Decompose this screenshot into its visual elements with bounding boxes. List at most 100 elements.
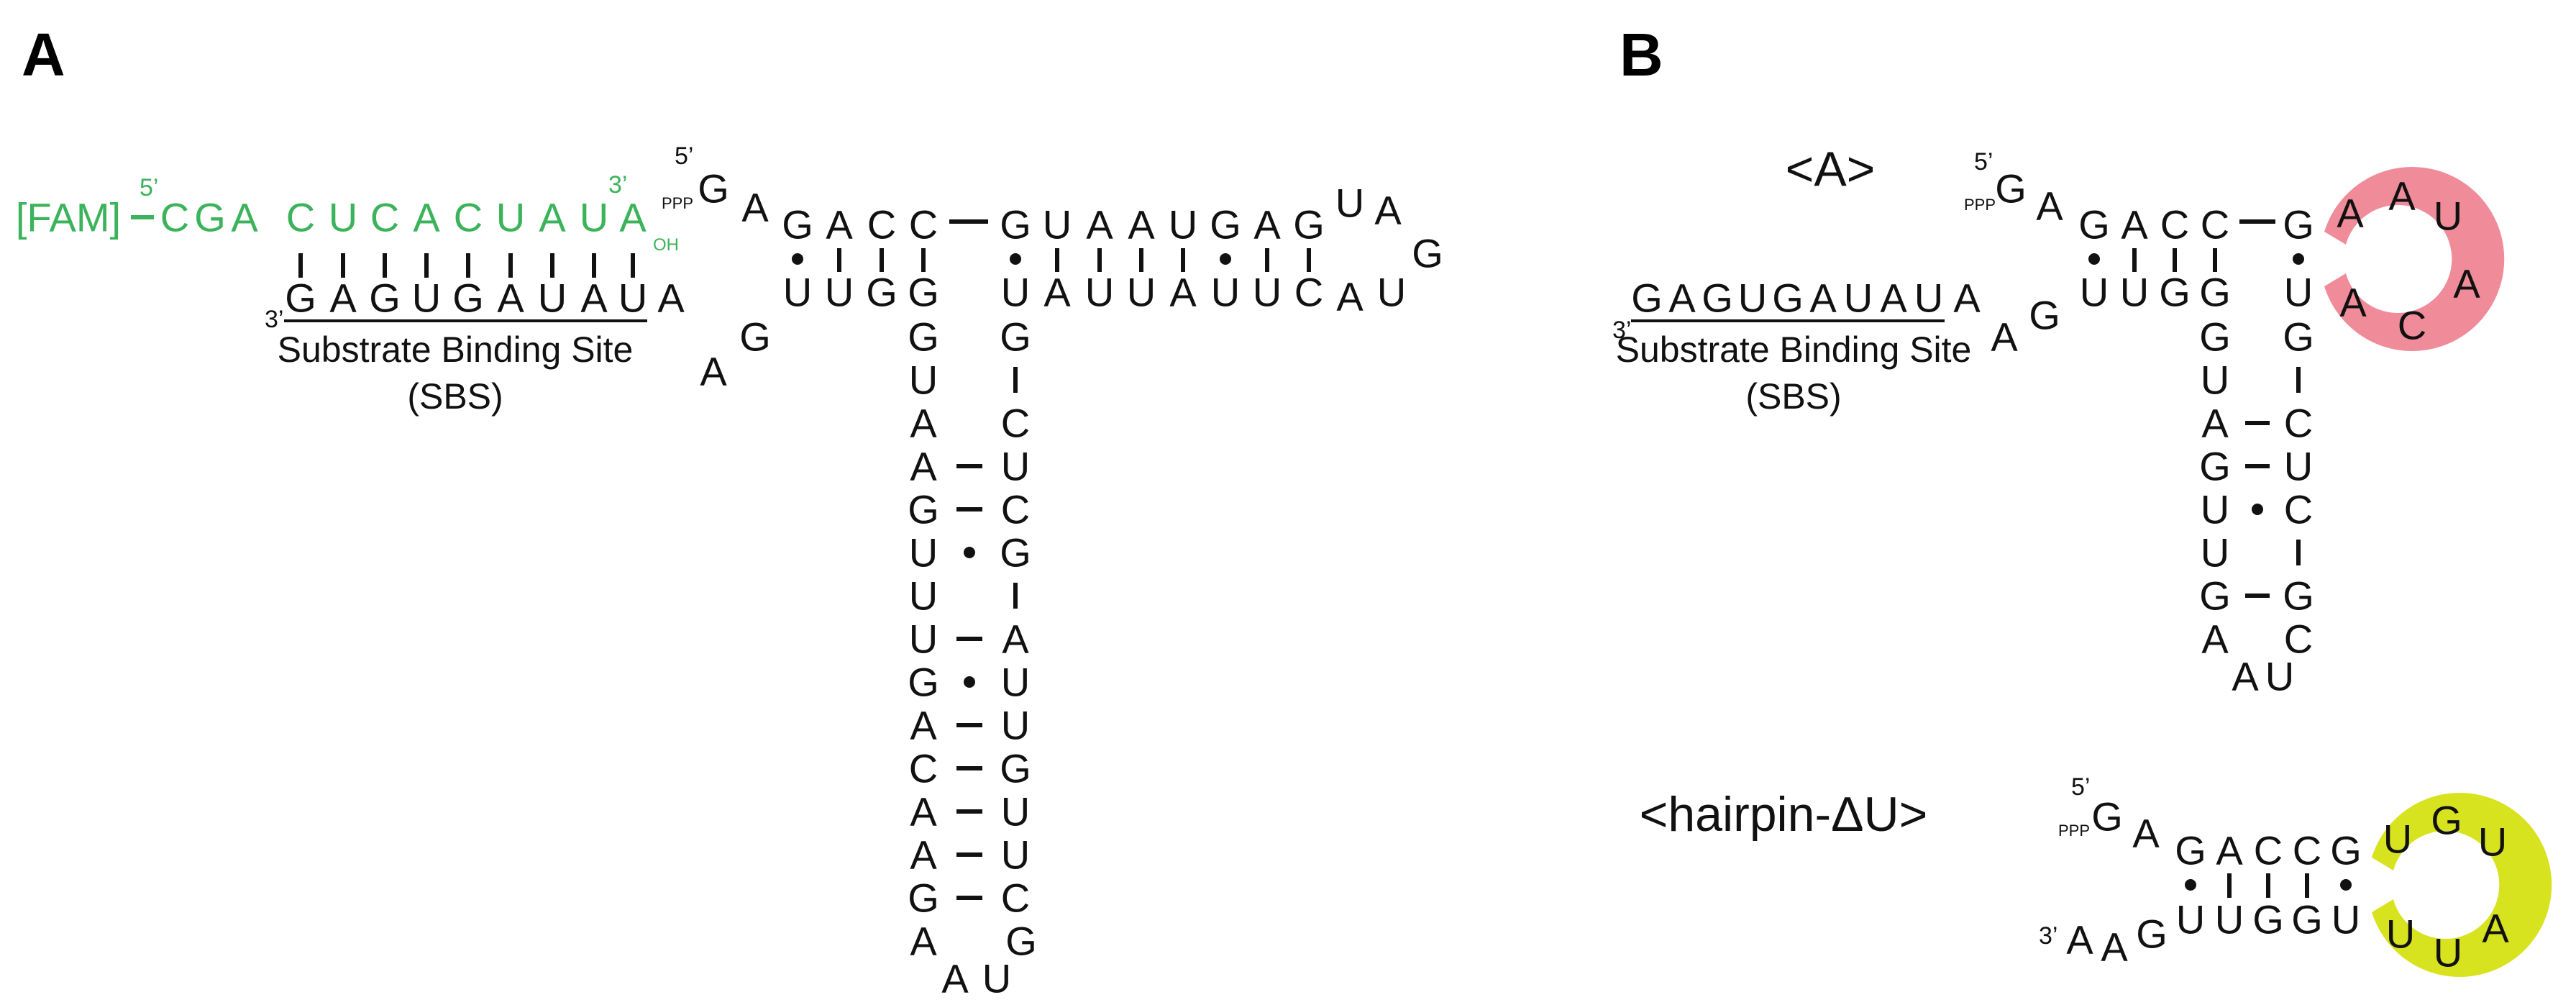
stem2-nt: C [2284,617,2313,662]
wobble-pair [2340,879,2352,891]
hairpin-nt: G [2091,794,2123,840]
stem2-nt: U [1001,703,1030,748]
substrate-nt: U [580,195,608,240]
sbs-3prime: 3’ [265,306,283,333]
panel-b-hairpin-structure: <hairpin-ΔU> 5’ PPP G A G A C C G U U G … [1640,773,2552,978]
stem1-nt: U [2080,270,2109,315]
sbs-nt: U [412,276,441,321]
stem3-nt: A [1253,202,1281,247]
stem2-nt: A [910,789,937,835]
linker-nt: A [657,276,685,321]
loop3-nt: G [1412,231,1443,276]
stem1-nt: G [698,166,729,212]
variant-label-a: <A> [1786,142,1876,196]
sbs-nt: A [1809,276,1837,321]
stem2-nt: A [1002,617,1029,662]
stem1-nt: U [825,270,854,315]
sbs-abbrev: (SBS) [1745,376,1841,417]
loop-highlight-hairpin [2372,793,2552,978]
sbs-nt: G [1631,276,1663,321]
stem2-nt: G [2199,444,2231,489]
stem3-nt: A [1128,202,1155,247]
wobble-pair [2185,879,2196,891]
substrate-oh: OH [653,235,679,255]
loop-nt: A [2339,280,2367,325]
stem2-nt: A [910,401,937,446]
loop-nt: U [2434,194,2462,239]
stem2-nt: G [908,314,939,360]
loop-nt: C [2398,303,2426,348]
stem2-nt: G [908,487,939,532]
substrate-5prime: 5’ [140,174,158,201]
hairpin-nt: G [2330,828,2362,873]
stem3-nt: U [1253,270,1282,315]
stem2-nt: A [2201,401,2229,446]
sbs-nt: A [1880,276,1907,321]
substrate-nt: U [329,195,357,240]
stem2-nt: G [2199,573,2231,619]
stem3-nt: U [1169,202,1197,247]
stem3-nt: G [1210,202,1241,247]
ppp-label: PPP [2058,822,2090,840]
stem2-nt: G [908,876,939,921]
stem1-nt: U [783,270,812,315]
loop3-nt: A [1336,274,1364,319]
stem1-nt: A [2121,202,2148,247]
substrate-nt: C [454,195,483,240]
stem1-nt: G [2078,202,2110,247]
panel-b-a-structure: <A> 3’ G A G U G A U A U Substrate Bindi… [1612,142,2505,699]
stem2-nt: U [2201,530,2229,576]
substrate-nt: A [539,195,566,240]
stem1-nt: G [782,202,813,247]
substrate-nt: C [370,195,399,240]
wobble-pair [2293,253,2304,265]
stem2-nt: U [1001,789,1030,835]
sbs-nt: G [285,276,316,321]
stem2-nt: G [1000,530,1031,576]
sbs-nt: A [497,276,524,321]
substrate-3prime: 3’ [608,171,627,199]
loop-nt: U [2386,911,2415,957]
stem3-nt: U [1127,270,1156,315]
linker-nt: A [1953,276,1981,321]
hairpin-tail-nt: G [2136,911,2168,957]
stem2-pairs [2245,421,2270,598]
sbs-nt: A [580,276,608,321]
linker-nt: A [700,349,727,394]
loop2-nt: A [2201,617,2229,662]
stem1-nt: C [867,202,896,247]
stem3-nt: U [1085,270,1114,315]
substrate-nt: G [194,195,226,240]
fam-label: [FAM] [16,195,121,240]
stem2-nt: G [1000,746,1031,791]
loop2-nt: A [2232,654,2259,699]
stem3-nt: G [2283,202,2314,247]
stem2-nt: U [1001,444,1030,489]
loop-highlight-a [2324,167,2505,351]
stem2-nt: A [910,444,937,489]
panel-a-structure: [FAM] 5’ C G A C U C A C U A U A 3’ OH 3… [16,142,1443,1001]
stem2-nt: G [2283,573,2314,619]
stem2-nt: U [2284,444,2313,489]
hairpin-tail-nt: A [2101,924,2128,970]
substrate-nt: U [496,195,525,240]
hairpin-nt: A [2216,828,2243,873]
linker-nt: G [739,314,771,360]
stem2-nt: U [909,573,938,619]
ribozyme-5prime: 5’ [1974,148,1993,176]
wobble-pair [1220,253,1231,265]
hairpin-nt: G [2291,897,2323,942]
stem1-nt: G [2199,270,2231,315]
wobble-pair [792,253,803,265]
stem2-nt: C [2284,401,2313,446]
stem2-nt: A [910,832,937,878]
ribozyme-5prime: 5’ [675,142,693,170]
stem2-nt: G [2283,314,2314,360]
sbs-nt: A [329,276,357,321]
ribozyme-5prime: 5’ [2071,773,2090,801]
loop2-nt: A [941,956,969,1001]
sbs-nt: G [369,276,401,321]
hairpin-nt: C [2254,828,2283,873]
linker-nt: A [1991,314,2018,360]
